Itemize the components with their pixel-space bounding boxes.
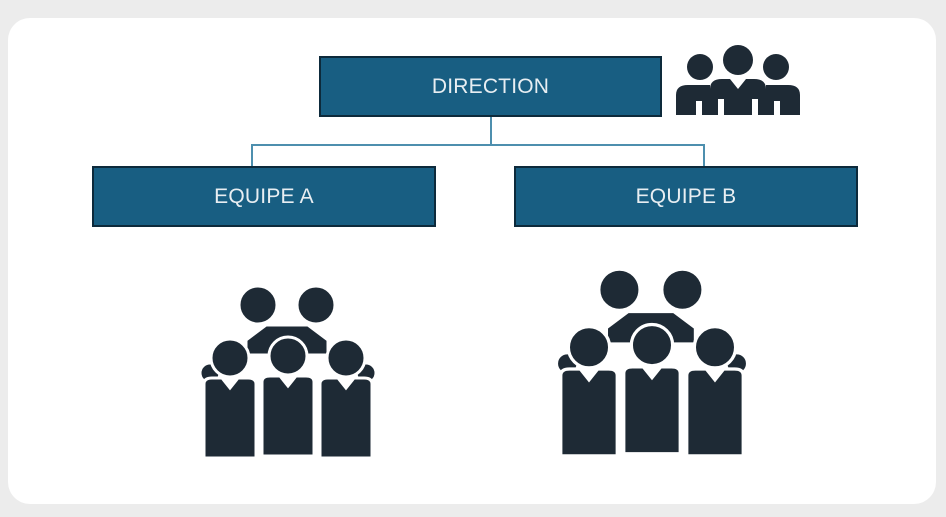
direction-label: DIRECTION bbox=[431, 74, 550, 98]
crowd-icon-equipe-a bbox=[198, 285, 378, 460]
people-group-icon bbox=[676, 45, 800, 115]
connector-b bbox=[703, 144, 705, 167]
equipe-b-box: EQUIPE B bbox=[514, 166, 858, 227]
connector-horizontal bbox=[251, 144, 705, 146]
connector-a bbox=[251, 144, 253, 167]
equipe-b-label: EQUIPE B bbox=[635, 184, 737, 208]
connector-root bbox=[490, 116, 492, 146]
crowd-icon-equipe-b bbox=[554, 268, 750, 458]
equipe-a-label: EQUIPE A bbox=[214, 184, 314, 208]
direction-box: DIRECTION bbox=[319, 56, 662, 117]
equipe-a-box: EQUIPE A bbox=[92, 166, 436, 227]
